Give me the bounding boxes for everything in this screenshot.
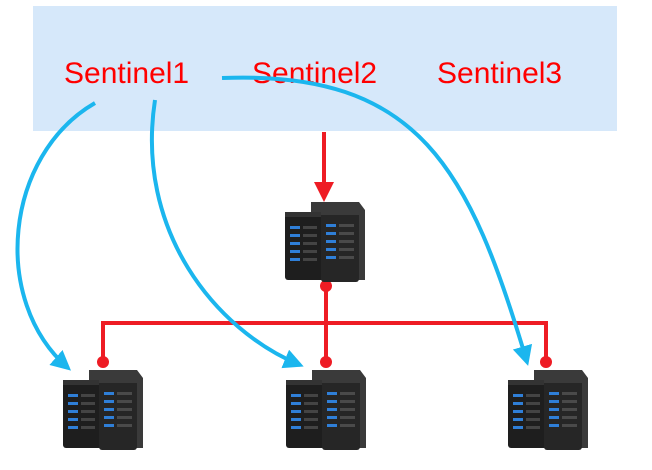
sentinel-label-3: Sentinel3	[437, 57, 562, 90]
junction-replica-2	[320, 356, 332, 368]
server-rack-icon-replica-3	[508, 370, 588, 450]
junction-master	[320, 280, 332, 292]
junction-replica-1	[97, 356, 109, 368]
sentinel-label-1: Sentinel1	[64, 57, 189, 90]
link-junctions	[97, 280, 552, 368]
replication-links	[101, 132, 548, 362]
server-rack-icon-replica-2	[286, 370, 366, 450]
replica-bus	[101, 321, 548, 362]
monitor-arrows	[15, 75, 533, 371]
monitor-arrow-replica-3	[221, 75, 533, 366]
junction-replica-3	[540, 356, 552, 368]
server-rack-icon-replica-1	[63, 370, 143, 450]
monitor-arrow-replica-2	[149, 99, 304, 369]
server-rack-icon-master	[285, 202, 365, 282]
monitor-arrow-replica-1	[15, 101, 97, 371]
sentinel-panel	[33, 6, 617, 131]
